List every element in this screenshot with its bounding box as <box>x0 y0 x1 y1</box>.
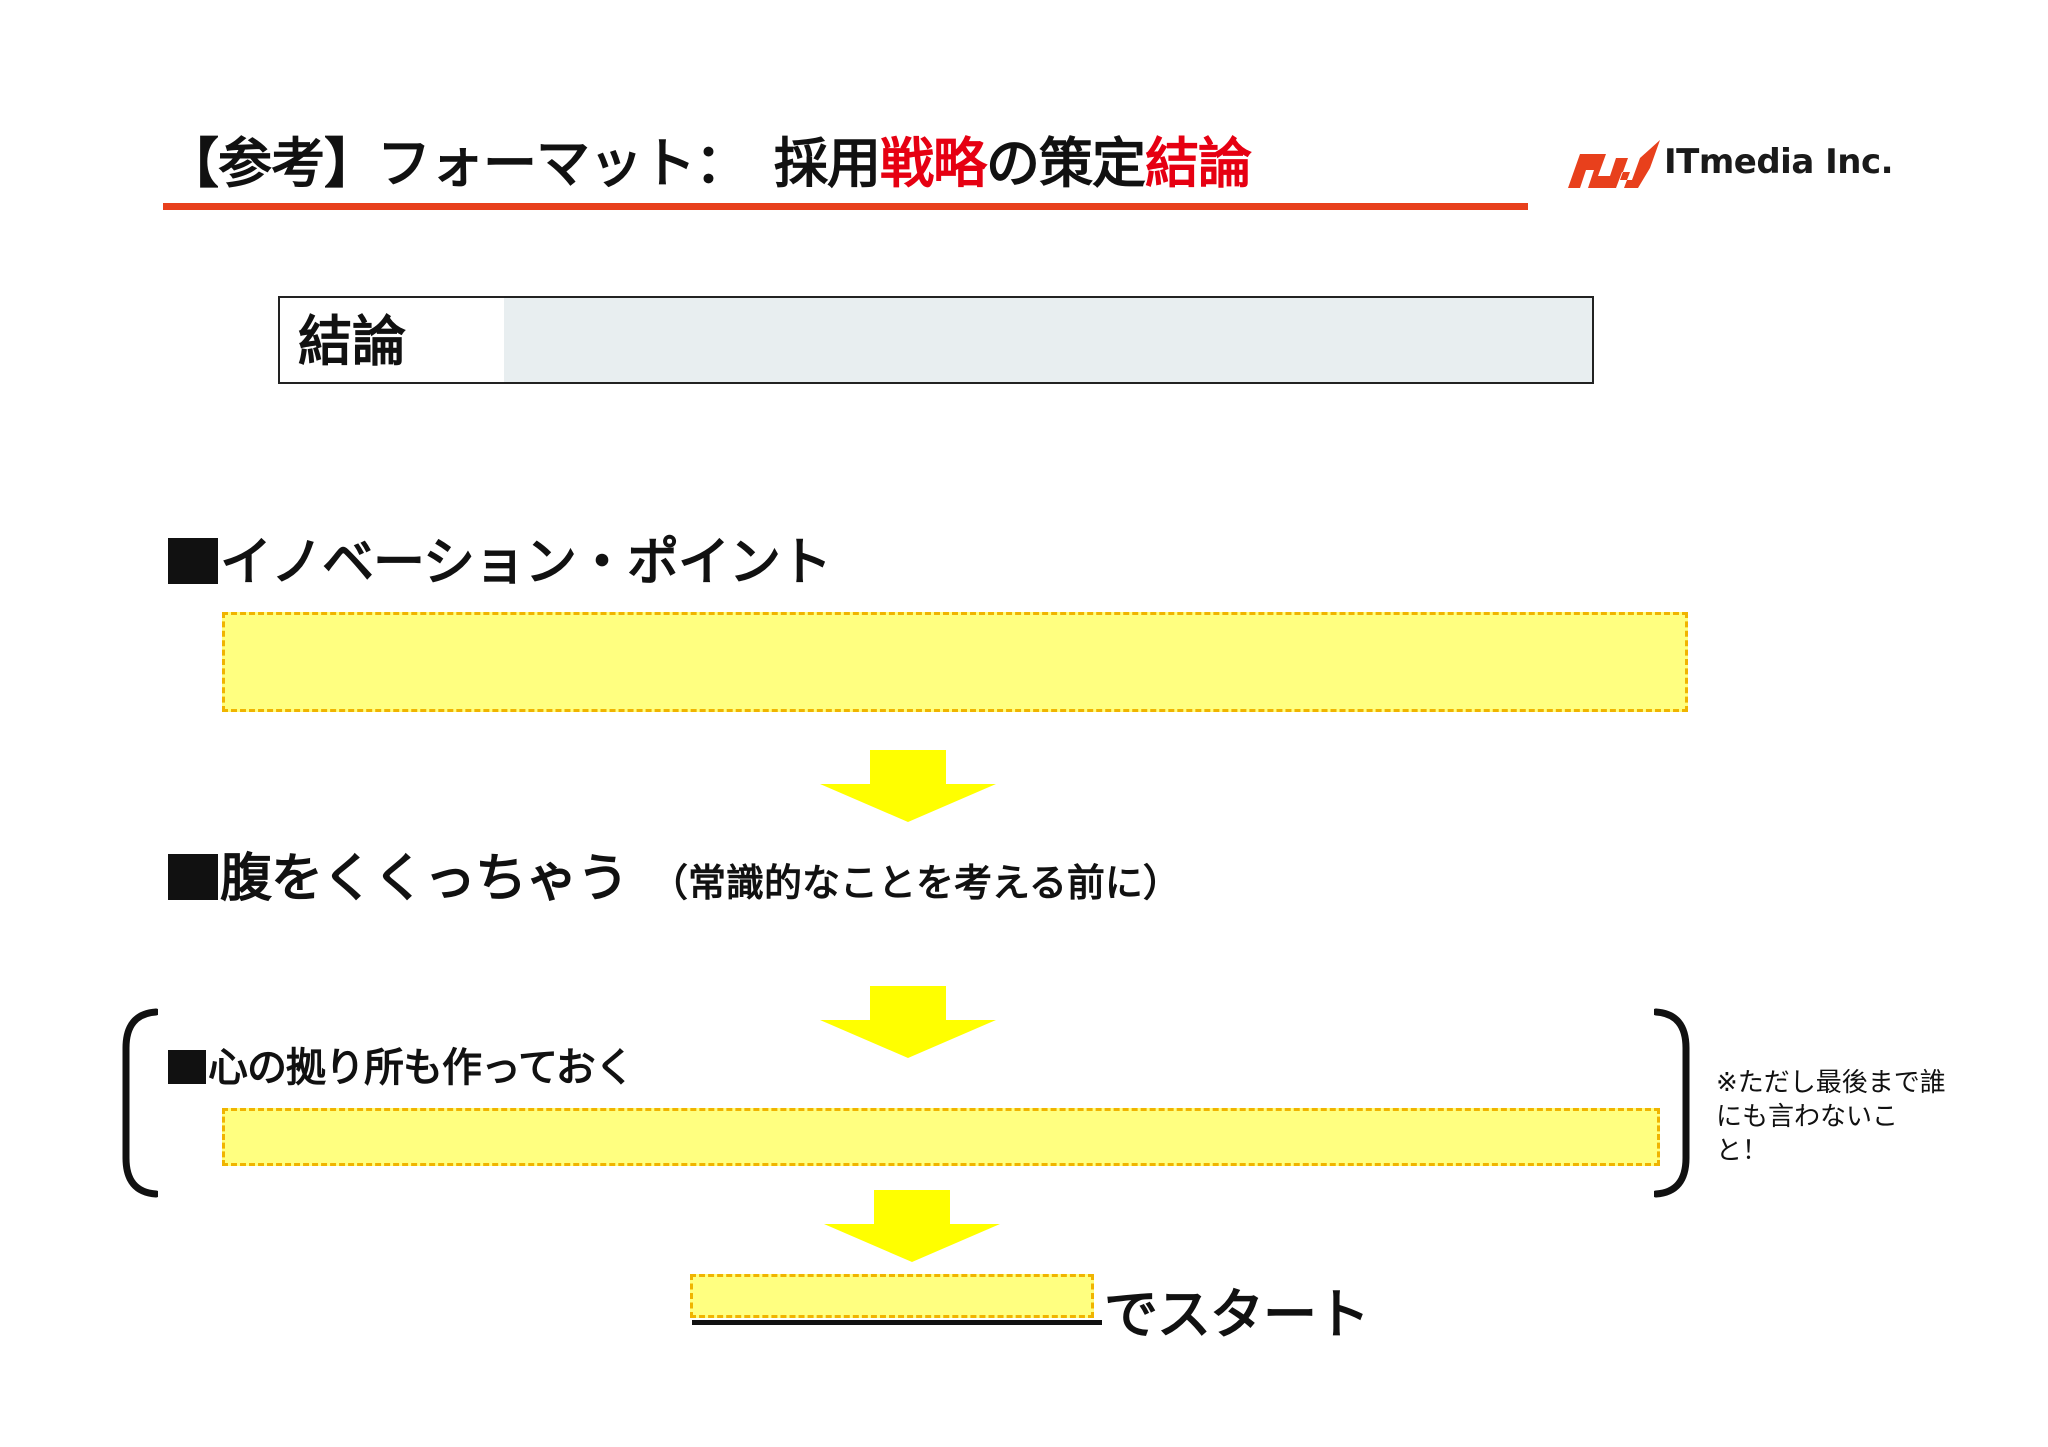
title-mid: の策定 <box>986 132 1146 195</box>
title-red-strategy: 戦略 <box>880 132 987 195</box>
conclusion-field[interactable] <box>504 296 1594 384</box>
title-prefix: 【参考】フォーマット： 採用 <box>165 132 881 195</box>
logo-mark-icon <box>1568 140 1660 188</box>
logo-text: ITmedia Inc. <box>1664 142 1894 182</box>
itmedia-logo: ITmedia Inc. <box>1566 136 1896 196</box>
page-title: 【参考】フォーマット： 採用戦略の策定結論 <box>165 132 1252 197</box>
secret-note: ※ただし最後まで誰にも言わないこと！ <box>1716 1068 1946 1166</box>
support-field[interactable] <box>222 1108 1660 1166</box>
square-bullet-icon <box>168 1050 206 1084</box>
start-suffix: でスタート <box>1104 1283 1370 1346</box>
innovation-field[interactable] <box>222 612 1688 712</box>
resolve-heading-text: 腹をくくっちゃう <box>220 849 629 909</box>
resolve-heading: 腹をくくっちゃう （常識的なことを考える前に） <box>168 848 1181 910</box>
support-heading: 心の拠り所も作っておく <box>168 1044 635 1092</box>
down-arrow-icon <box>820 750 996 822</box>
right-bracket-icon <box>1654 1008 1690 1198</box>
title-red-conclusion: 結論 <box>1145 132 1252 195</box>
innovation-heading-text: イノベーション・ポイント <box>220 533 832 593</box>
square-bullet-icon <box>168 538 218 584</box>
support-heading-text: 心の拠り所も作っておく <box>208 1045 635 1091</box>
square-bullet-icon <box>168 854 218 900</box>
title-underline <box>163 203 1528 210</box>
down-arrow-icon <box>820 986 996 1058</box>
resolve-subheading: （常識的なことを考える前に） <box>650 861 1181 905</box>
start-underline <box>692 1320 1102 1325</box>
down-arrow-icon <box>824 1190 1000 1262</box>
conclusion-label: 結論 <box>278 296 506 384</box>
innovation-heading: イノベーション・ポイント <box>168 532 832 594</box>
left-bracket-icon <box>122 1008 158 1198</box>
start-blank-field[interactable] <box>690 1274 1094 1318</box>
